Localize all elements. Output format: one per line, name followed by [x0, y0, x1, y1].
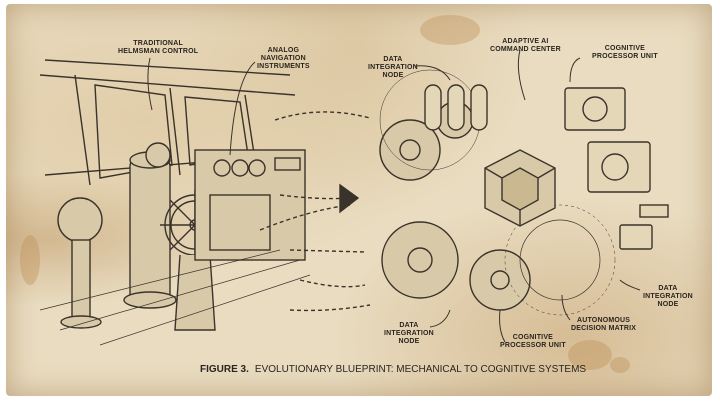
label-data-node-top: DATA INTEGRATION NODE — [368, 56, 418, 79]
processor-screens — [564, 87, 669, 250]
engine-telegraph — [57, 197, 103, 329]
label-decision-matrix: AUTONOMOUS DECISION MATRIX — [571, 317, 637, 332]
label-data-node-bottom: DATA INTEGRATION NODE — [384, 322, 434, 345]
main-arrow-icon — [339, 183, 360, 214]
vacuum-tubes — [424, 84, 488, 131]
instrument-console — [194, 149, 306, 261]
label-cpu-top: COGNITIVE PROCESSOR UNIT — [592, 45, 658, 60]
figure-title: EVOLUTIONARY BLUEPRINT: MECHANICAL TO CO… — [254, 364, 587, 375]
coffee-stains — [20, 15, 630, 373]
figure-number: FIGURE 3. — [200, 364, 249, 375]
label-helmsman-control: TRADITIONAL HELMSMAN CONTROL — [118, 40, 199, 55]
aged-paper-background — [6, 4, 712, 396]
label-ai-command-center: ADAPTIVE AI COMMAND CENTER — [490, 38, 561, 53]
figure-caption: FIGURE 3. EVOLUTIONARY BLUEPRINT: MECHANI… — [200, 364, 586, 375]
label-navigation-instruments: ANALOG NAVIGATION INSTRUMENTS — [257, 47, 310, 70]
label-cpu-bottom: COGNITIVE PROCESSOR UNIT — [500, 334, 566, 349]
label-pointers — [147, 49, 641, 343]
binnacle — [123, 142, 177, 309]
ai-cube — [484, 149, 556, 227]
label-data-node-right: DATA INTEGRATION NODE — [643, 285, 693, 308]
